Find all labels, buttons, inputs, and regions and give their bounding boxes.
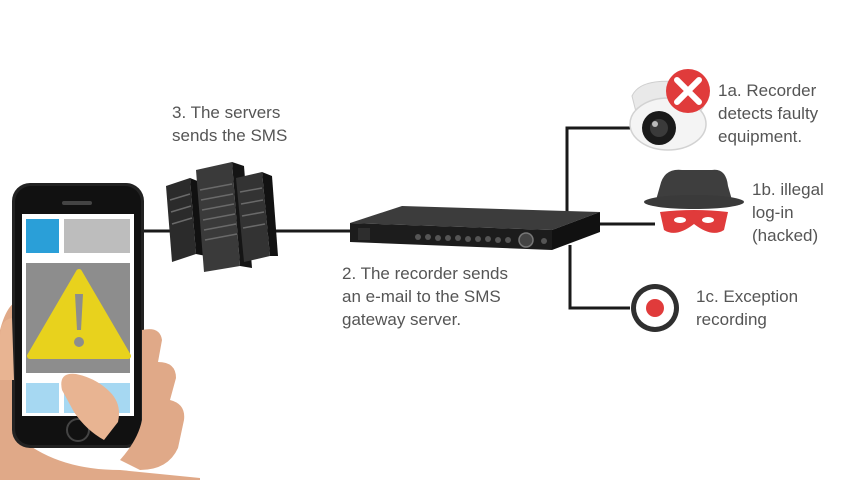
screen-light-tile-left xyxy=(26,383,59,413)
phone-home-button xyxy=(66,418,90,442)
screen-blue-tile xyxy=(26,219,59,253)
hand-left-fingers xyxy=(0,318,14,380)
screen-grey-bar xyxy=(64,219,130,253)
smartphone-in-hand-icon xyxy=(0,183,200,480)
masked-hacker-icon xyxy=(644,169,744,233)
hand-thumb xyxy=(61,373,119,440)
hand-fingers xyxy=(120,329,185,470)
phone-speaker xyxy=(62,201,92,205)
servers-send-sms-label: 3. The servers sends the SMS xyxy=(172,103,288,145)
warning-triangle-icon xyxy=(27,269,131,359)
connection-lines xyxy=(140,126,655,310)
red-x-error-icon xyxy=(666,69,710,113)
network-video-recorder-icon xyxy=(350,206,600,250)
server-rack-icon xyxy=(166,162,278,272)
record-button-icon xyxy=(631,284,679,332)
exception-recording-label: 1c. Exception recording xyxy=(696,287,799,329)
recorder-sends-email-label: 2. The recorder sends an e-mail to the S… xyxy=(342,264,508,329)
line-recorder-camera xyxy=(565,126,638,212)
illegal-login-label: 1b. illegal log-in (hacked) xyxy=(752,180,824,245)
line-recorder-record xyxy=(568,245,630,310)
faulty-equipment-label: 1a. Recorder detects faulty equipment. xyxy=(718,81,819,146)
